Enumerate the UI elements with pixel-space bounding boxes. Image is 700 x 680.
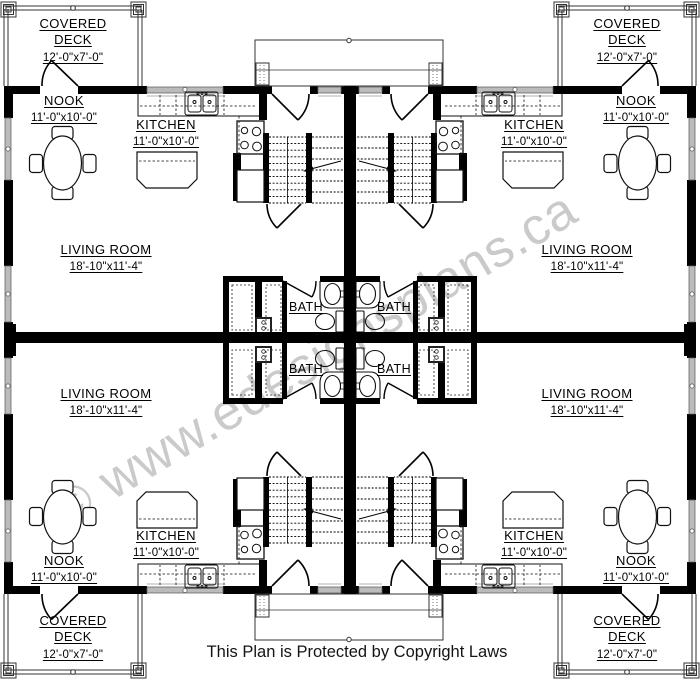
party-wall-horizontal	[4, 332, 696, 343]
room-label-bath-tl: BATH	[288, 300, 324, 314]
room-label-bath-br: BATH	[376, 362, 412, 376]
room-label-bath-bl: BATH	[288, 362, 324, 376]
copyright-notice: This Plan is Protected by Copyright Laws	[206, 643, 508, 661]
room-label-bath-tr: BATH	[376, 300, 412, 314]
